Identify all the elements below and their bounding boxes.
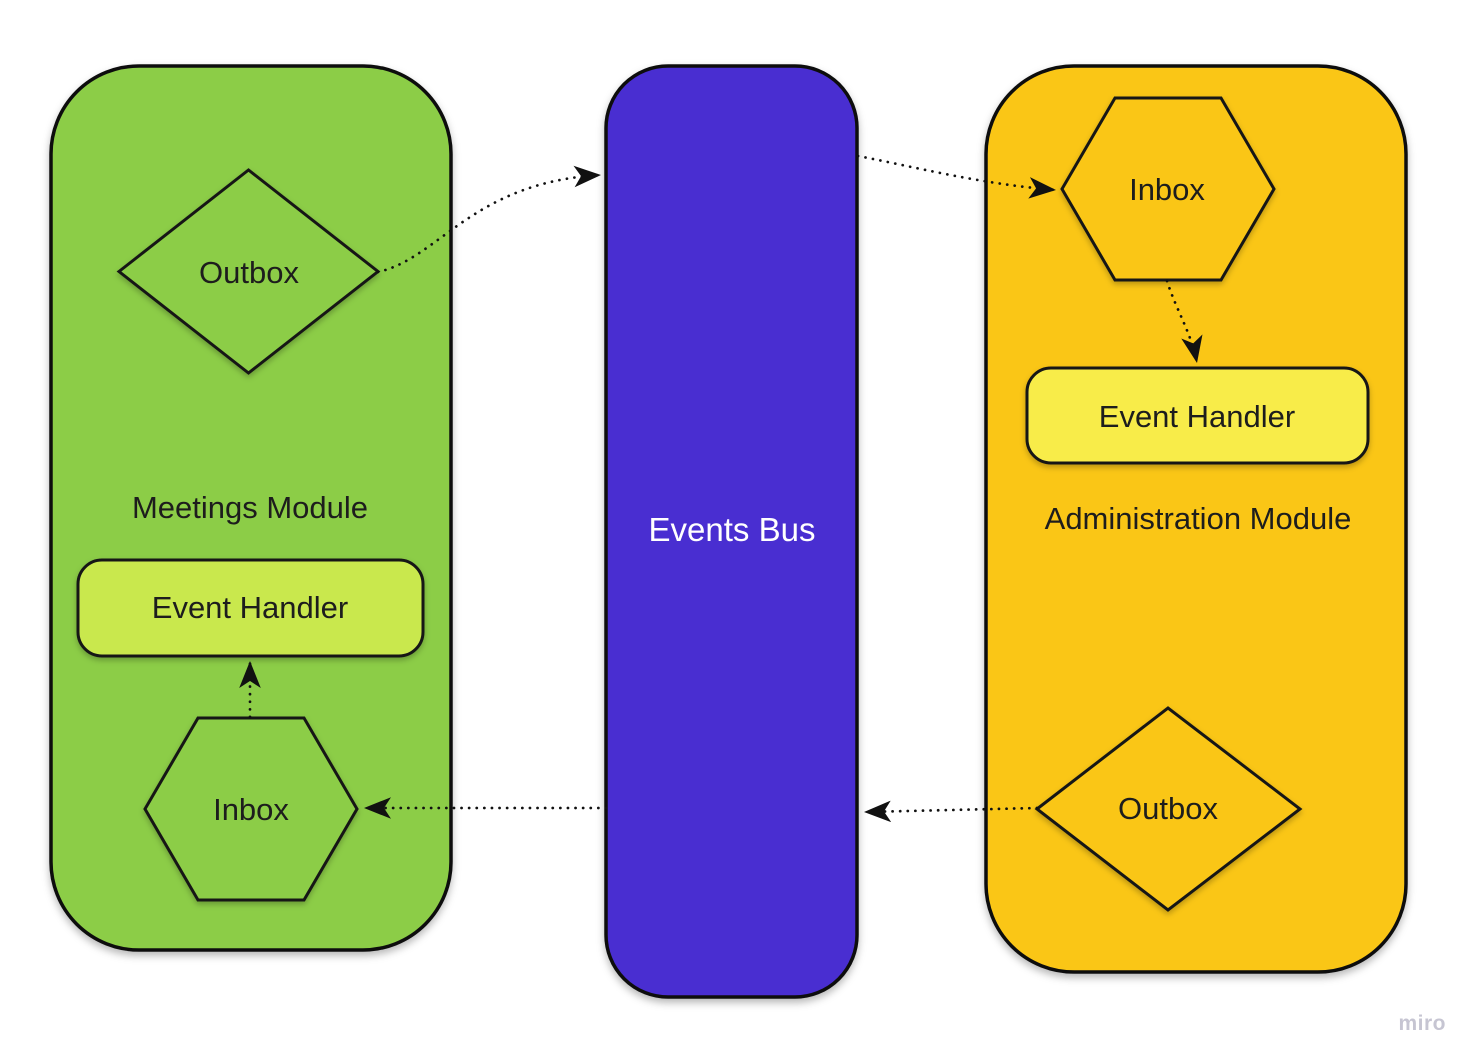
edge-bus-to-administration-inbox (856, 154, 1058, 199)
meetings-module-title: Meetings Module (132, 490, 368, 525)
administration-event-handler-shape[interactable] (1025, 366, 1370, 465)
administration-event-handler-label: Event Handler (1099, 399, 1295, 434)
administration-module-shape[interactable] (984, 64, 1408, 974)
meetings-inbox-hexagon[interactable] (143, 716, 359, 902)
events-bus-shape[interactable] (604, 64, 859, 999)
meetings-event-handler-label: Event Handler (152, 590, 348, 625)
administration-outbox-label: Outbox (1118, 791, 1218, 826)
miro-watermark: miro (1398, 1012, 1446, 1035)
meetings-inbox-label: Inbox (213, 792, 289, 827)
administration-inbox-hexagon[interactable] (1060, 96, 1276, 282)
edge-administration-outbox-to-bus (862, 800, 1039, 823)
meetings-event-handler-shape[interactable] (76, 558, 425, 658)
edge-meetings-outbox-to-bus (376, 165, 603, 274)
administration-module-title: Administration Module (1045, 501, 1352, 536)
administration-inbox-label: Inbox (1129, 172, 1205, 207)
events-bus-title: Events Bus (649, 511, 816, 548)
administration-outbox-diamond[interactable] (1034, 706, 1303, 912)
meetings-outbox-label: Outbox (199, 255, 299, 290)
